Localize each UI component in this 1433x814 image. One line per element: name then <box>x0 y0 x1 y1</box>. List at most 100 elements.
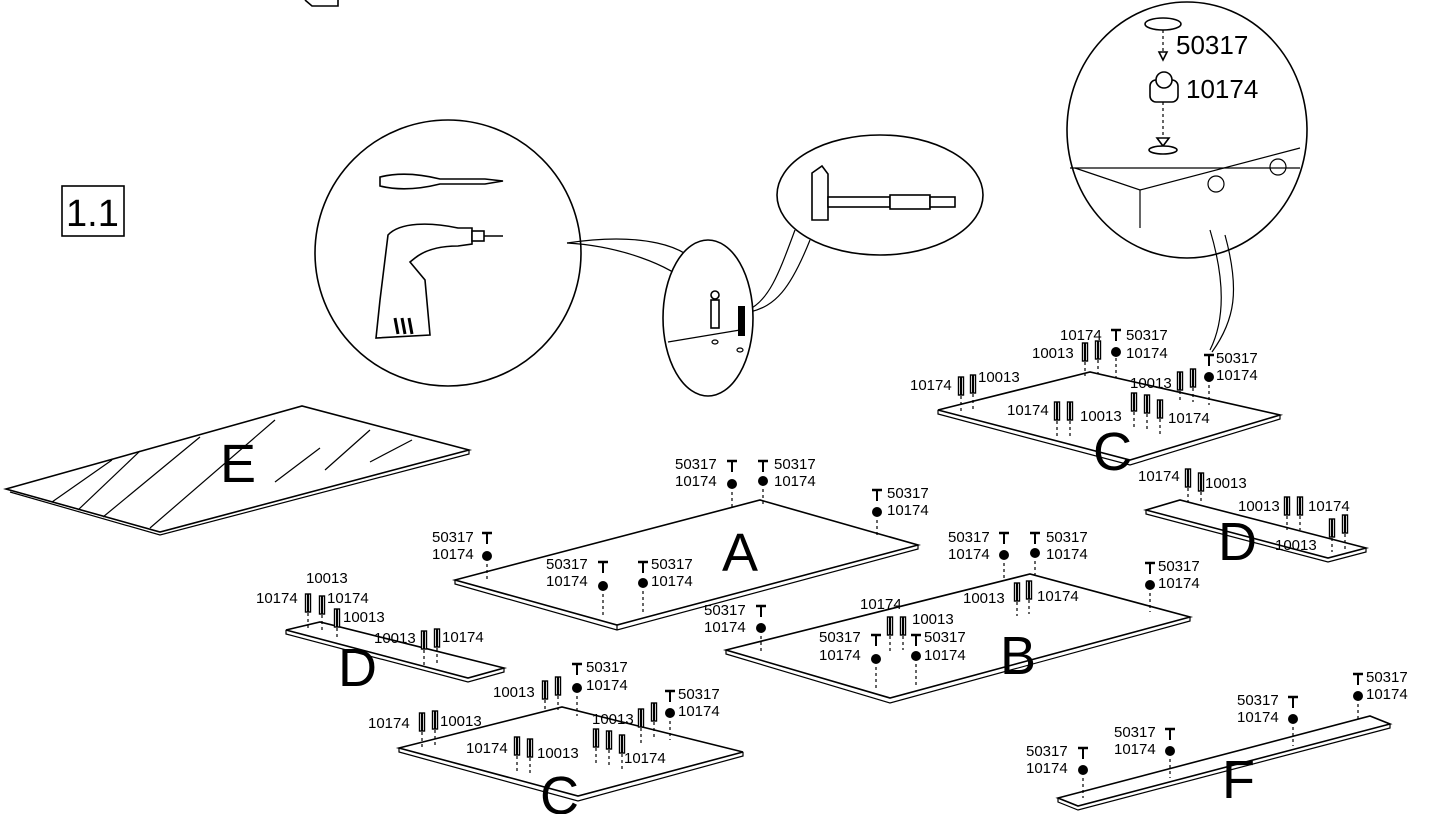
fitting-B-6: 50317 10174 <box>909 629 966 685</box>
svg-text:10174: 10174 <box>432 546 474 563</box>
fitting-A-3: 50317 10174 <box>870 485 929 538</box>
svg-text:50317: 50317 <box>675 456 717 473</box>
svg-text:10174: 10174 <box>1237 709 1279 726</box>
svg-text:10013: 10013 <box>306 570 348 587</box>
panel-D-left: D <box>285 621 508 698</box>
svg-text:10174: 10174 <box>675 473 717 490</box>
svg-text:10174: 10174 <box>586 677 628 694</box>
svg-text:10174: 10174 <box>1060 327 1102 344</box>
panel-letter-D-left: D <box>338 638 377 698</box>
svg-text:10174: 10174 <box>368 715 410 732</box>
svg-text:10174: 10174 <box>1366 686 1408 703</box>
svg-text:10174: 10174 <box>774 473 816 490</box>
svg-text:10013: 10013 <box>1238 498 1280 515</box>
svg-text:10174: 10174 <box>546 573 588 590</box>
step-label-box <box>61 185 125 237</box>
panel-E: E <box>3 405 473 536</box>
svg-text:10013: 10013 <box>912 611 954 628</box>
panel-letter-C-upper: C <box>1093 422 1132 482</box>
svg-text:50317: 50317 <box>1158 558 1200 575</box>
svg-text:10174: 10174 <box>1158 575 1200 592</box>
fitting-A-5: 50317 10174 <box>546 556 610 615</box>
svg-text:10013: 10013 <box>440 713 482 730</box>
fitting-A-1: 50317 10174 <box>675 456 739 508</box>
svg-text:50317: 50317 <box>774 456 816 473</box>
panel-letter-C-lower: C <box>540 766 579 814</box>
svg-text:50317: 50317 <box>586 659 628 676</box>
svg-text:50317: 50317 <box>1237 692 1279 709</box>
drill-icon <box>375 223 503 339</box>
fitting-C-upper: 10174 50317 10013 10174 50317 10174 1017… <box>910 327 1258 437</box>
svg-text:10174: 10174 <box>1216 367 1258 384</box>
fitting-A-2: 50317 10174 <box>756 456 816 505</box>
svg-text:10174: 10174 <box>624 750 666 767</box>
panel-A: A <box>451 499 922 631</box>
fitting-B-3: 50317 10174 <box>1143 558 1200 612</box>
svg-text:50317: 50317 <box>1216 350 1258 367</box>
svg-text:50317: 50317 <box>651 556 693 573</box>
svg-text:10174: 10174 <box>910 377 952 394</box>
fitting-B-2: 50317 10174 <box>1028 529 1088 578</box>
svg-text:10174: 10174 <box>704 619 746 636</box>
detail-label-50317: 50317 <box>1176 30 1248 60</box>
svg-text:10174: 10174 <box>1168 410 1210 427</box>
panel-letter-D-right: D <box>1218 512 1257 572</box>
svg-text:50317: 50317 <box>546 556 588 573</box>
fitting-F: 50317 10174 50317 10174 50317 10174 5031… <box>1026 669 1408 798</box>
svg-text:10174: 10174 <box>924 647 966 664</box>
svg-text:50317: 50317 <box>924 629 966 646</box>
panel-letter-F: F <box>1222 750 1255 810</box>
svg-text:10174: 10174 <box>819 647 861 664</box>
panel-letter-B: B <box>1000 626 1036 686</box>
panel-letter-A: A <box>722 523 758 583</box>
svg-text:10174: 10174 <box>1138 468 1180 485</box>
svg-text:10013: 10013 <box>343 609 385 626</box>
svg-text:10013: 10013 <box>592 711 634 728</box>
panel-D-right: D <box>1143 499 1370 572</box>
fitting-A-4: 50317 10174 <box>432 529 494 582</box>
step-label: 1.1 <box>66 193 119 235</box>
screwdriver-icon <box>379 173 504 190</box>
fitting-C-lower: 50317 10174 10013 50317 10174 10174 1001… <box>368 659 720 774</box>
svg-text:10013: 10013 <box>1275 537 1317 554</box>
svg-text:10013: 10013 <box>537 745 579 762</box>
svg-text:10174: 10174 <box>466 740 508 757</box>
svg-text:10174: 10174 <box>887 502 929 519</box>
svg-text:50317: 50317 <box>1126 327 1168 344</box>
svg-text:10174: 10174 <box>1007 402 1049 419</box>
svg-text:10174: 10174 <box>1046 546 1088 563</box>
svg-text:10174: 10174 <box>1114 741 1156 758</box>
panel-letter-E: E <box>220 434 256 494</box>
svg-text:50317: 50317 <box>1114 724 1156 741</box>
svg-text:50317: 50317 <box>887 485 929 502</box>
tool-bubble-hammer <box>747 134 984 313</box>
panel-F: F <box>1055 715 1393 811</box>
cam-lock-detail-bubble: 50317 10174 <box>1066 1 1308 353</box>
svg-text:10174: 10174 <box>327 590 369 607</box>
svg-text:10174: 10174 <box>1126 345 1168 362</box>
svg-text:10013: 10013 <box>963 590 1005 607</box>
svg-text:50317: 50317 <box>432 529 474 546</box>
svg-text:10013: 10013 <box>374 630 416 647</box>
svg-text:10174: 10174 <box>1026 760 1068 777</box>
fitting-B-dowels: 10174 10013 10013 10174 <box>860 580 1079 652</box>
svg-text:10174: 10174 <box>1308 498 1350 515</box>
fitting-B-5: 50317 10174 <box>819 629 883 690</box>
svg-text:50317: 50317 <box>704 602 746 619</box>
cropped-part-fragment <box>304 0 339 7</box>
svg-text:10013: 10013 <box>1205 475 1247 492</box>
panel-C-lower: C <box>395 706 744 814</box>
svg-text:10174: 10174 <box>256 590 298 607</box>
svg-text:50317: 50317 <box>948 529 990 546</box>
svg-text:10174: 10174 <box>442 629 484 646</box>
svg-text:50317: 50317 <box>1366 669 1408 686</box>
svg-text:50317: 50317 <box>1026 743 1068 760</box>
svg-text:10013: 10013 <box>1080 408 1122 425</box>
svg-text:10013: 10013 <box>1032 345 1074 362</box>
svg-text:10174: 10174 <box>678 703 720 720</box>
fitting-D-left: 10013 10174 10174 10013 10013 10174 <box>256 570 484 666</box>
svg-text:50317: 50317 <box>678 686 720 703</box>
tool-bubble-drill <box>314 119 701 387</box>
panel-B: B <box>722 573 1194 704</box>
